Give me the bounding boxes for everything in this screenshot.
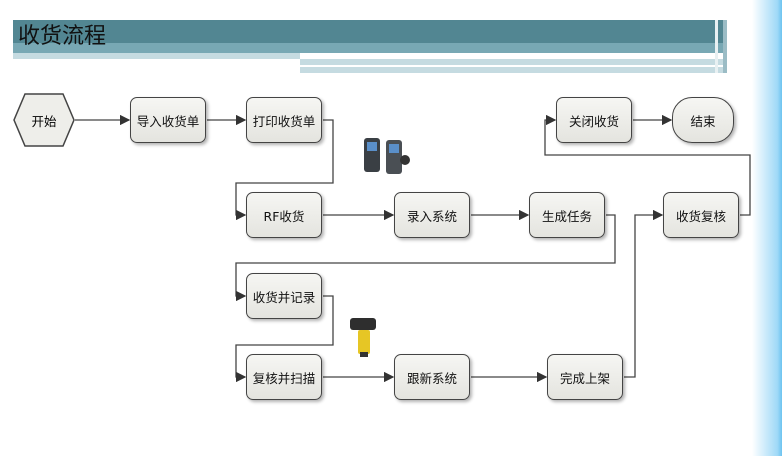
node-entry: 录入系统 [394, 192, 470, 238]
node-record: 收货并记录 [246, 273, 322, 319]
slide-edge-gradient [752, 0, 782, 456]
page-title: 收货流程 [18, 24, 107, 49]
rf-terminals-image [364, 138, 410, 174]
node-scan: 复核并扫描 [246, 354, 322, 400]
node-import: 导入收货单 [130, 97, 206, 143]
barcode-scanner-image [350, 318, 376, 357]
node-end: 结束 [672, 97, 734, 143]
node-update: 跟新系统 [394, 354, 470, 400]
node-review: 收货复核 [663, 192, 739, 238]
node-print: 打印收货单 [246, 97, 322, 143]
node-task: 生成任务 [529, 192, 605, 238]
start-node-shape [13, 93, 75, 147]
start-node: 开始 [31, 113, 57, 129]
node-close: 关闭收货 [556, 97, 632, 143]
node-putaway: 完成上架 [547, 354, 623, 400]
node-rf: RF收货 [246, 192, 322, 238]
